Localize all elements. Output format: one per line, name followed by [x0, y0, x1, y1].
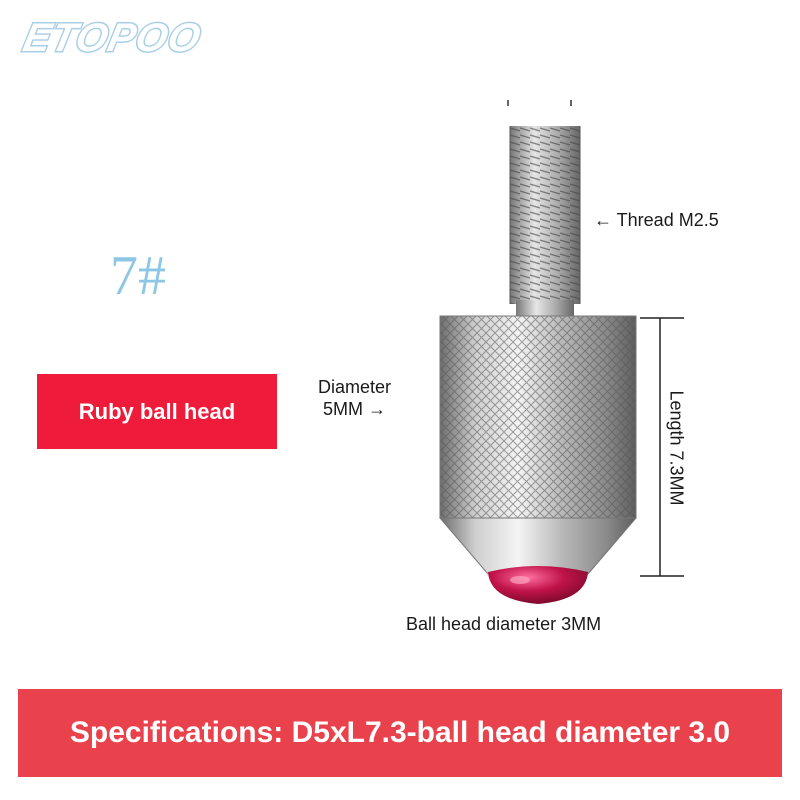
product-type-badge: Ruby ball head	[37, 374, 277, 449]
tapered-cone	[438, 517, 638, 575]
specifications-text: Specifications: D5xL7.3-ball head diamet…	[69, 716, 731, 749]
model-number: 7#	[110, 245, 166, 307]
diameter-label-line1: Diameter	[318, 377, 392, 397]
ball-head-annotation: Ball head diameter 3MM	[406, 614, 602, 634]
specifications-bar: Specifications: D5xL7.3-ball head diamet…	[18, 689, 782, 777]
ruby-ball	[488, 566, 588, 604]
knurled-body	[439, 315, 637, 519]
product-type-label: Ruby ball head	[78, 398, 236, 424]
diameter-label-line2: 5MM →	[323, 399, 387, 419]
length-annotation: Length 7.3MM	[666, 390, 687, 506]
thread-annotation: ← Thread M2.5	[594, 210, 719, 230]
thread-shaft	[509, 126, 581, 316]
diameter-annotation: Diameter 5MM →	[318, 376, 391, 420]
length-dimension	[640, 317, 684, 577]
